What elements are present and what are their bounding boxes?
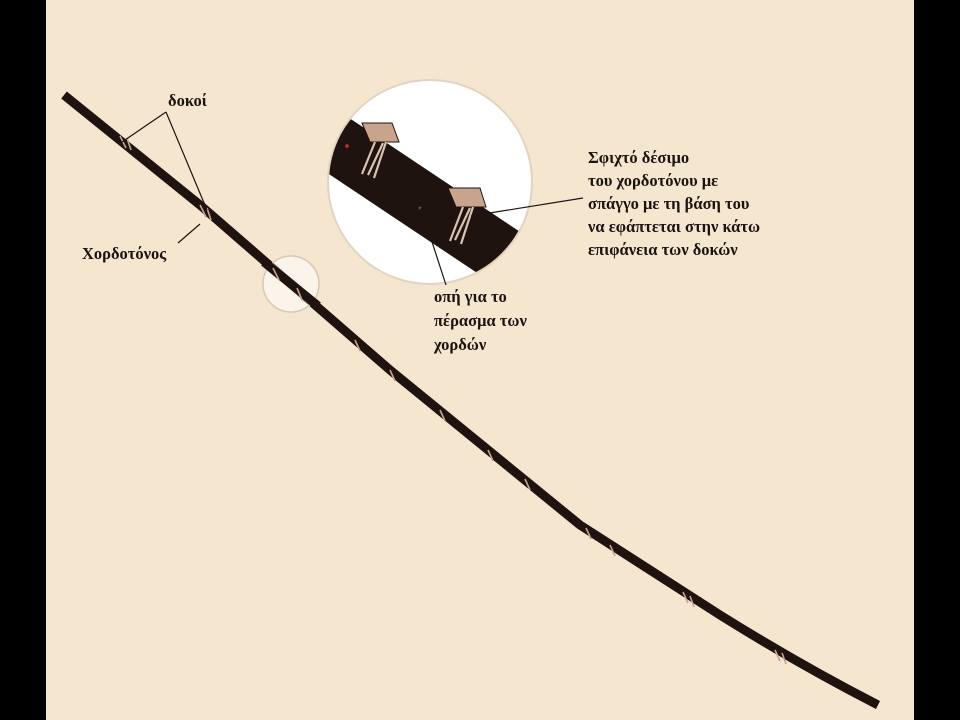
hole-description: οπή για το πέρασμα των χορδών	[433, 287, 527, 354]
zoom-tie-string	[360, 141, 388, 179]
tie-text-line: να εφάπτεται στην κάτω	[587, 217, 760, 236]
string-hole	[345, 144, 349, 148]
beams-leader	[121, 111, 208, 211]
zoom-bar	[329, 95, 531, 283]
bridge-leader	[177, 223, 201, 244]
tie-mark	[487, 449, 494, 462]
tie-mark	[389, 369, 396, 382]
zoom-tie	[447, 187, 487, 208]
tie-mark	[682, 591, 695, 608]
bridge-label: Χορδοτόνος	[82, 244, 167, 263]
tie-mark	[439, 409, 446, 422]
left-border	[0, 0, 46, 720]
tie-mark	[199, 204, 212, 221]
tie-text-line: επιφάνεια των δοκών	[588, 240, 738, 259]
tie-leader	[470, 197, 584, 217]
leader-lines	[121, 111, 584, 286]
tie-description: Σφιχτό δέσιμο του χορδοτόνου με σπάγγο μ…	[587, 148, 760, 259]
bridge-bar	[61, 91, 881, 710]
hole-text-line: οπή για το	[434, 287, 507, 306]
hole-text-line: πέρασμα των	[434, 311, 527, 330]
tie-mark	[774, 649, 787, 665]
tie-mark	[524, 478, 531, 491]
beams-label: δοκοί	[168, 91, 207, 110]
tie-mark	[354, 339, 361, 352]
zoom-tie	[361, 122, 400, 143]
zoom-tie-string	[448, 206, 475, 245]
hole-text-line: χορδών	[433, 335, 487, 354]
tie-text-line: Σφιχτό δέσιμο	[588, 148, 689, 167]
tie-text-line: του χορδοτόνου με	[588, 171, 718, 190]
hole-leader	[420, 207, 447, 286]
tie-mark	[272, 267, 303, 301]
tie-mark	[585, 527, 592, 540]
zoom-detail	[327, 79, 533, 285]
tie-mark	[609, 544, 616, 557]
tie-text-line: σπάγγο με τη βάση του	[588, 194, 749, 213]
tie-marks	[119, 135, 787, 665]
right-border	[914, 0, 960, 720]
